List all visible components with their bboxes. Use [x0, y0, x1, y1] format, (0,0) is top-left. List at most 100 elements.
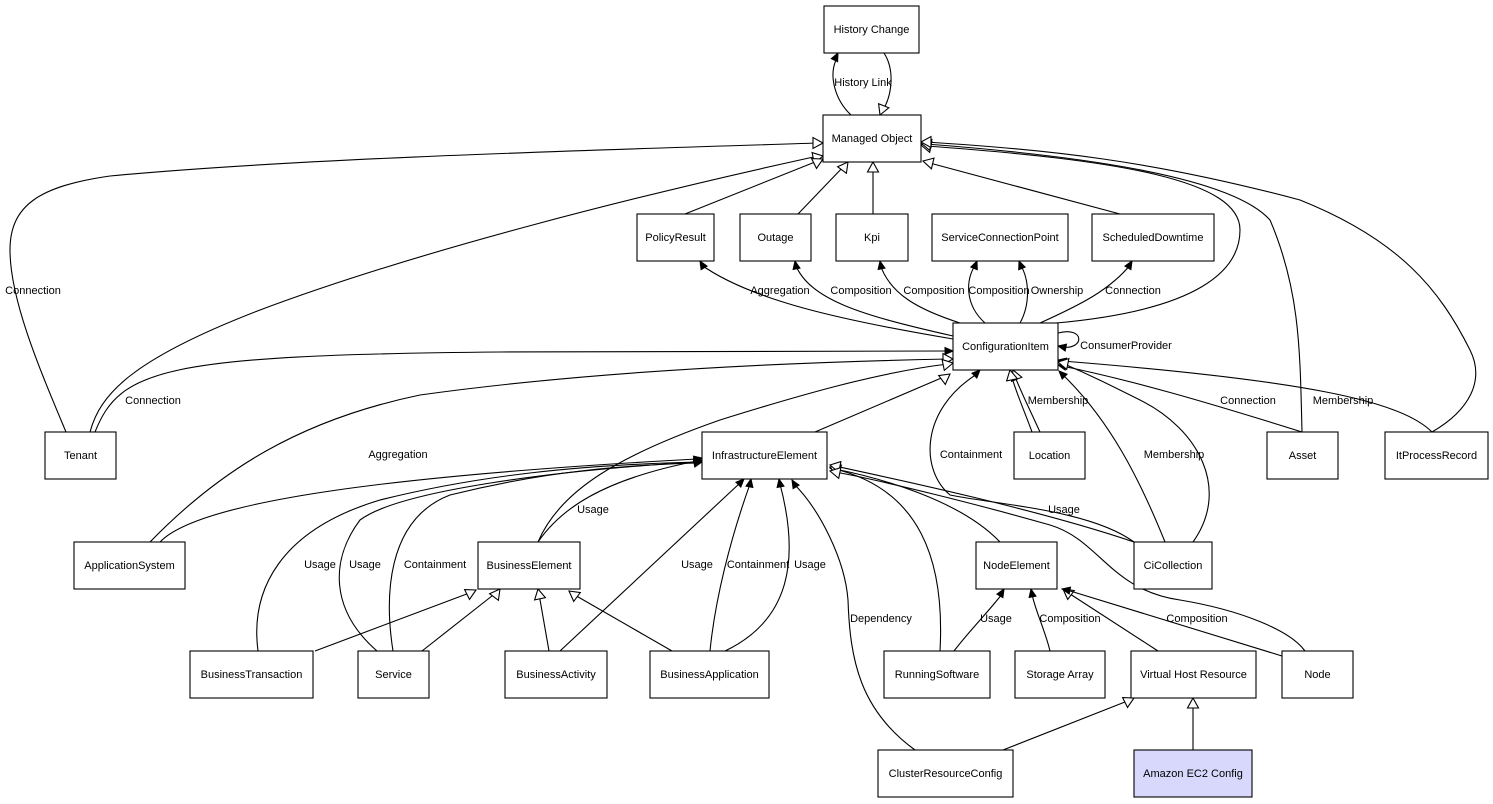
generalization-arrowhead-19: [937, 373, 951, 386]
generalization-arrowhead-5: [836, 161, 849, 175]
edge-line: [1061, 365, 1303, 433]
class-node-cluster-resource-config[interactable]: ClusterResourceConfig: [877, 749, 1014, 798]
generalization-arrowhead-10: [919, 135, 932, 149]
edge-business_element-to-infrastructure_element: Usage: [537, 457, 704, 543]
edge-line: [834, 471, 1306, 652]
class-node-kpi[interactable]: Kpi: [835, 213, 909, 262]
class-node-outage[interactable]: Outage: [739, 213, 812, 262]
class-name: Amazon EC2 Config: [1143, 768, 1243, 780]
class-node-storage-array[interactable]: Storage Array: [1014, 650, 1106, 699]
class-name: Storage Array: [1026, 669, 1094, 681]
edge-line: [421, 591, 498, 652]
class-box: [1014, 650, 1106, 699]
association-arrowhead-36: [776, 477, 785, 489]
class-box: [1133, 541, 1213, 590]
edge-line: [537, 460, 698, 543]
association-arrowhead-24: [971, 369, 981, 379]
class-box: [877, 749, 1014, 798]
class-node-tenant[interactable]: Tenant: [44, 431, 117, 480]
class-node-scheduled-downtime[interactable]: ScheduledDowntime: [1091, 213, 1215, 262]
generalization-arrowhead-45: [568, 590, 582, 603]
class-node-service[interactable]: Service: [357, 650, 430, 699]
edge-line: [1057, 331, 1080, 348]
class-node-node-element[interactable]: NodeElement: [975, 541, 1058, 590]
edge-label: Composition: [1166, 613, 1227, 625]
edge-configuration_item-to-configuration_item: ConsumerProvider: [1056, 331, 1172, 352]
edge-label: Usage: [577, 504, 609, 516]
edge-business_application-to-business_element: [568, 590, 673, 652]
class-node-business-element[interactable]: BusinessElement: [477, 541, 581, 590]
class-name: Node: [1304, 669, 1330, 681]
edge-business_application-to-infrastructure_element: Usage: [724, 477, 826, 652]
edge-label: Connection: [125, 395, 181, 407]
edge-history_change-to-managed_object: [877, 52, 892, 117]
edge-label: Containment: [404, 559, 466, 571]
association-arrowhead-49: [1060, 586, 1072, 595]
class-box: [1013, 431, 1086, 480]
edge-line: [797, 164, 846, 215]
edge-line: [684, 159, 821, 215]
edge-line: [94, 350, 949, 433]
edge-application_system-to-configuration_item: Aggregation: [149, 352, 955, 543]
edge-label: Connection: [1105, 285, 1161, 297]
edge-line: [537, 363, 949, 543]
class-box: [883, 650, 991, 699]
edge-scheduled_downtime-to-managed_object: [921, 157, 1121, 215]
edge-label: Usage: [304, 559, 336, 571]
edge-label: Containment: [727, 559, 789, 571]
class-node-virtual-host-resource[interactable]: Virtual Host Resource: [1130, 650, 1257, 699]
class-node-ci-collection[interactable]: CiCollection: [1133, 541, 1213, 590]
class-node-business-application[interactable]: BusinessApplication: [649, 650, 770, 699]
class-name: Managed Object: [832, 133, 913, 145]
class-node-business-activity[interactable]: BusinessActivity: [504, 650, 608, 699]
class-node-amazon-ec2-config[interactable]: Amazon EC2 Config: [1133, 749, 1253, 798]
edge-label: Usage: [980, 613, 1012, 625]
class-node-application-system[interactable]: ApplicationSystem: [73, 541, 186, 590]
class-name: PolicyResult: [645, 232, 706, 244]
edge-it_process_record-to-configuration_item: Membership: [1056, 357, 1433, 433]
generalization-arrowhead-42: [463, 589, 478, 601]
class-box: [1266, 431, 1339, 480]
class-node-history-change[interactable]: History Change: [823, 5, 920, 54]
edge-label: Composition: [903, 285, 964, 297]
class-node-running-software[interactable]: RunningSoftware: [883, 650, 991, 699]
class-name: ApplicationSystem: [84, 560, 175, 572]
edge-tenant-to-managed_object: Connection: [5, 136, 825, 433]
edge-line: [709, 483, 751, 652]
edge-label: Connection: [1220, 395, 1276, 407]
edge-service-to-business_element: [421, 588, 501, 652]
edge-line: [925, 145, 1241, 324]
edge-line: [925, 161, 1121, 215]
edge-label: Aggregation: [750, 285, 809, 297]
generalization-arrowhead-28: [1056, 357, 1070, 371]
class-node-it-process-record[interactable]: ItProcessRecord: [1384, 431, 1489, 480]
edge-node-to-infrastructure_element: [828, 466, 1306, 652]
edge-location-to-configuration_item: [1005, 368, 1033, 433]
edge-line: [879, 263, 961, 324]
class-node-policy-result[interactable]: PolicyResult: [636, 213, 715, 262]
edge-label: Dependency: [850, 613, 912, 625]
edge-policy_result-to-managed_object: [684, 158, 825, 215]
generalization-arrowhead-7: [921, 157, 935, 170]
class-box: [823, 5, 920, 54]
class-node-managed-object[interactable]: Managed Object: [822, 114, 922, 163]
class-node-business-transaction[interactable]: BusinessTransaction: [189, 650, 314, 699]
association-arrowhead-46: [995, 587, 1005, 599]
class-name: Outage: [757, 232, 793, 244]
generalization-arrowhead-4: [810, 158, 825, 170]
association-arrowhead-34: [735, 478, 745, 488]
class-node-infrastructure-element[interactable]: InfrastructureElement: [701, 431, 828, 480]
class-node-configuration-item[interactable]: ConfigurationItem: [952, 322, 1059, 371]
class-node-service-connection-point[interactable]: ServiceConnectionPoint: [931, 213, 1069, 262]
class-box: [44, 431, 117, 480]
class-node-asset[interactable]: Asset: [1266, 431, 1339, 480]
class-node-location[interactable]: Location: [1013, 431, 1086, 480]
edge-label: Ownership: [1031, 285, 1084, 297]
class-name: Service: [375, 669, 412, 681]
class-node-node[interactable]: Node: [1281, 650, 1354, 699]
edge-line: [925, 143, 1303, 433]
edge-business_element-to-configuration_item: [537, 358, 955, 543]
edge-line: [149, 358, 949, 543]
class-box: [739, 213, 812, 262]
